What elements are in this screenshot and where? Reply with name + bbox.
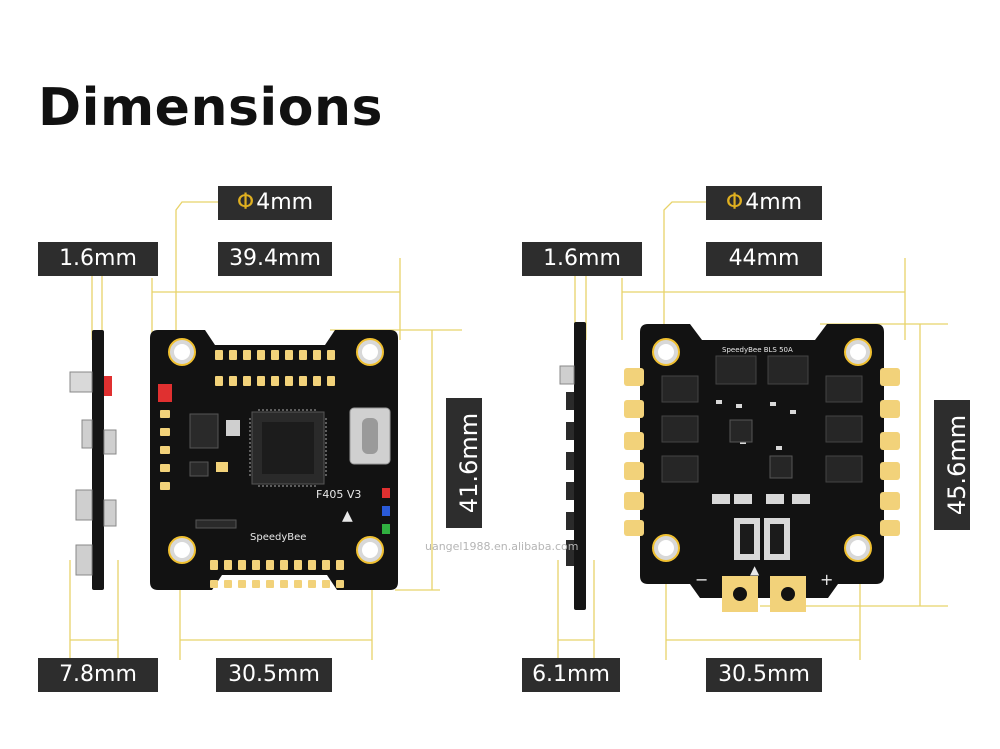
esc-hole-label: Φ4mm [706, 186, 822, 220]
fc-brand-text: SpeedyBee [250, 532, 306, 543]
fc-hole-value: 4mm [256, 190, 314, 215]
phi-symbol-icon: Φ [725, 190, 744, 215]
esc-model-text: SpeedyBee BLS 50A [722, 346, 793, 354]
fc-height-label: 41.6mm [446, 398, 483, 528]
phi-symbol-icon: Φ [236, 190, 255, 215]
svg-text:▲: ▲ [342, 508, 353, 524]
fc-guide-lines [69, 201, 462, 660]
esc-board: − + ▲ SpeedyBee BLS 50A [624, 324, 900, 612]
esc-side-depth-label: 6.1mm [522, 658, 620, 692]
fc-width-label: 39.4mm [218, 242, 332, 276]
esc-mount-spacing-label: 30.5mm [706, 658, 822, 692]
esc-side-view [559, 322, 586, 610]
esc-thickness-label: 1.6mm [522, 242, 642, 276]
watermark: uangel1988.en.alibaba.com [425, 540, 579, 553]
fc-mount-spacing-label: 30.5mm [216, 658, 332, 692]
svg-text:−: − [695, 570, 708, 589]
fc-board: F405 V3 SpeedyBee ▲ [150, 330, 398, 590]
esc-width-label: 44mm [706, 242, 822, 276]
esc-height-label: 45.6mm [934, 400, 971, 530]
fc-hole-label: Φ4mm [218, 186, 332, 220]
svg-text:+: + [820, 570, 833, 589]
fc-thickness-label: 1.6mm [38, 242, 158, 276]
page-title: Dimensions [38, 78, 383, 138]
fc-model-text: F405 V3 [316, 488, 361, 501]
fc-side-view [69, 330, 117, 590]
esc-hole-value: 4mm [745, 190, 803, 215]
svg-text:▲: ▲ [750, 563, 760, 577]
fc-side-depth-label: 7.8mm [38, 658, 158, 692]
